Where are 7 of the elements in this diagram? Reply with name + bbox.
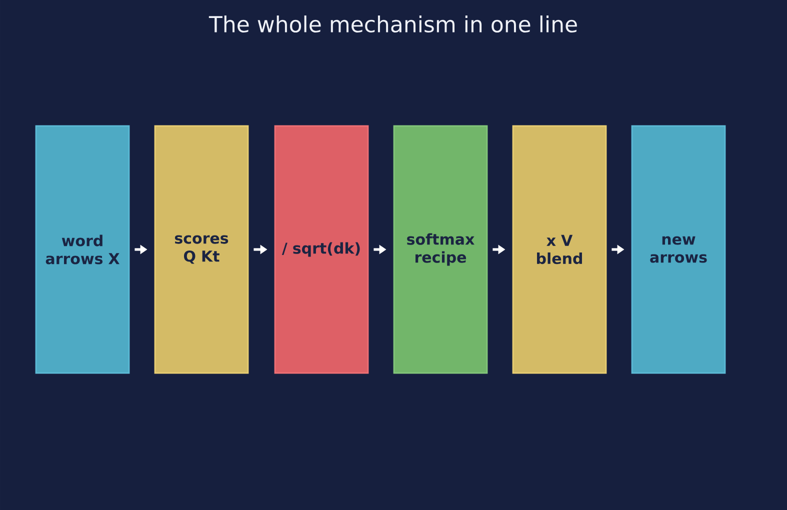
process-box: new arrows (631, 125, 726, 374)
title: The whole mechanism in one line (208, 15, 577, 32)
process-box: x V blend (512, 125, 607, 374)
process-box: softmax recipe (393, 125, 488, 374)
process-box: scores Q Kt (154, 125, 249, 374)
process-box: / sqrt(dk) (274, 125, 369, 374)
process-box: word arrows X (35, 125, 130, 374)
